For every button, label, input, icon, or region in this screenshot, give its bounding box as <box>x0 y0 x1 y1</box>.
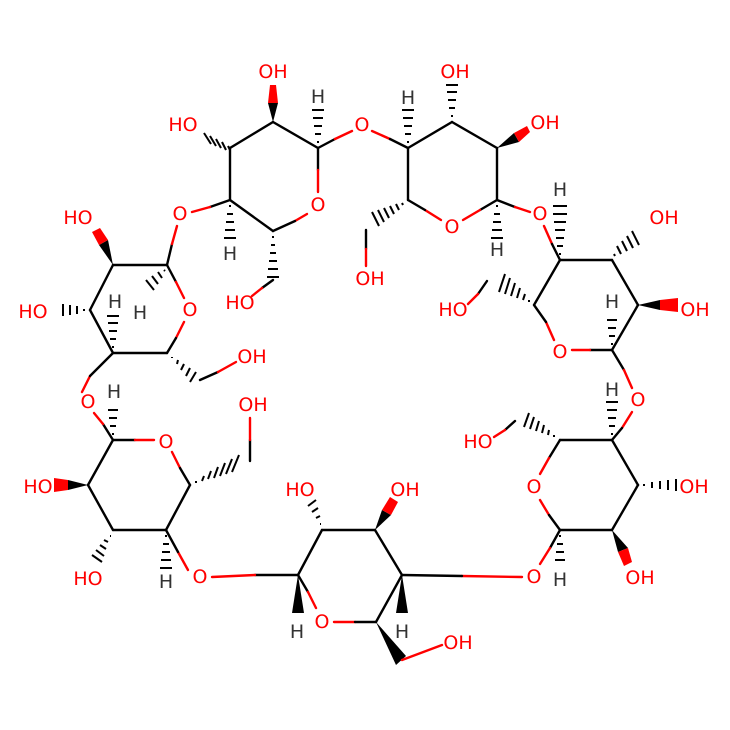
atom-label-o-ga: O <box>173 203 188 225</box>
atom-label-g-oh6: OH <box>237 346 266 368</box>
atom-label-c-oh6: HO <box>438 299 467 321</box>
atom-label-e-oh2: HO <box>285 479 314 501</box>
atom-label-f-o5: O <box>159 431 174 453</box>
atom-label-f-h1: H <box>107 381 121 403</box>
atom-label-a-oh3: HO <box>168 114 197 136</box>
atom-label-g-o5: O <box>183 299 198 321</box>
atom-label-d-oh6: HO <box>463 431 492 453</box>
atom-label-o-fg: O <box>81 391 96 413</box>
atom-label-g-h1: H <box>133 302 147 324</box>
glucose-ring-b <box>364 84 532 268</box>
atom-label-c-h4: H <box>553 179 567 201</box>
atom-label-e-oh3: OH <box>390 479 419 501</box>
atom-label-b-o5: O <box>445 216 460 238</box>
atom-label-e-o5: O <box>315 611 330 633</box>
atom-label-a-h4: H <box>223 243 237 265</box>
atom-label-e-h4: H <box>395 621 409 643</box>
atom-label-f-h4: H <box>159 571 173 593</box>
atom-label-g-h4: H <box>108 291 122 313</box>
atom-label-g-oh2: HO <box>63 207 92 229</box>
atom-label-o-ef: O <box>193 566 208 588</box>
atom-label-b-oh2: OH <box>530 112 559 134</box>
atom-label-b-oh3: OH <box>440 61 469 83</box>
atom-label-b-h4: H <box>401 87 415 109</box>
atom-label-c-oh2: OH <box>680 299 709 321</box>
atom-label-c-h1: H <box>605 291 619 313</box>
atom-label-b-h1: H <box>490 239 504 261</box>
glucose-ring-a <box>190 85 354 298</box>
atom-label-d-h4: H <box>605 379 619 401</box>
atom-label-a-o5: O <box>311 194 326 216</box>
atom-label-c-o5: O <box>553 341 568 363</box>
atom-label-a-oh6: HO <box>225 292 254 314</box>
atom-label-d-o5: O <box>527 476 542 498</box>
atom-labels: OHHOOHHHOOOHOHOHHOHOHOHOHOHHOOHOHOHOHHOO… <box>18 61 709 654</box>
atom-label-f-oh6: OH <box>238 394 267 416</box>
atom-label-o-ab: O <box>355 114 370 136</box>
atom-label-f-oh2: HO <box>23 476 52 498</box>
atom-label-c-oh3: OH <box>649 207 678 229</box>
atom-label-b-oh6: OH <box>355 268 384 290</box>
glucose-ring-d <box>492 401 677 566</box>
atom-label-d-h1: H <box>553 569 567 591</box>
atom-label-e-oh6: OH <box>443 632 472 654</box>
atom-label-d-oh2: OH <box>625 567 654 589</box>
atom-label-o-bc: O <box>533 203 548 225</box>
atom-label-a-h1: H <box>311 86 325 108</box>
atom-label-e-h1: H <box>290 621 304 643</box>
glucose-ring-g <box>62 224 238 394</box>
atom-label-a-oh2: OH <box>258 61 287 83</box>
glucose-ring-e <box>210 497 524 665</box>
atom-label-o-cd: O <box>631 389 646 411</box>
atom-label-f-oh3: HO <box>73 568 102 590</box>
atom-label-g-oh3: HO <box>18 301 47 323</box>
glucose-ring-f <box>54 409 252 572</box>
atom-label-o-de: O <box>527 566 542 588</box>
atom-label-d-oh3: OH <box>679 476 708 498</box>
glucose-ring-c <box>466 205 678 390</box>
